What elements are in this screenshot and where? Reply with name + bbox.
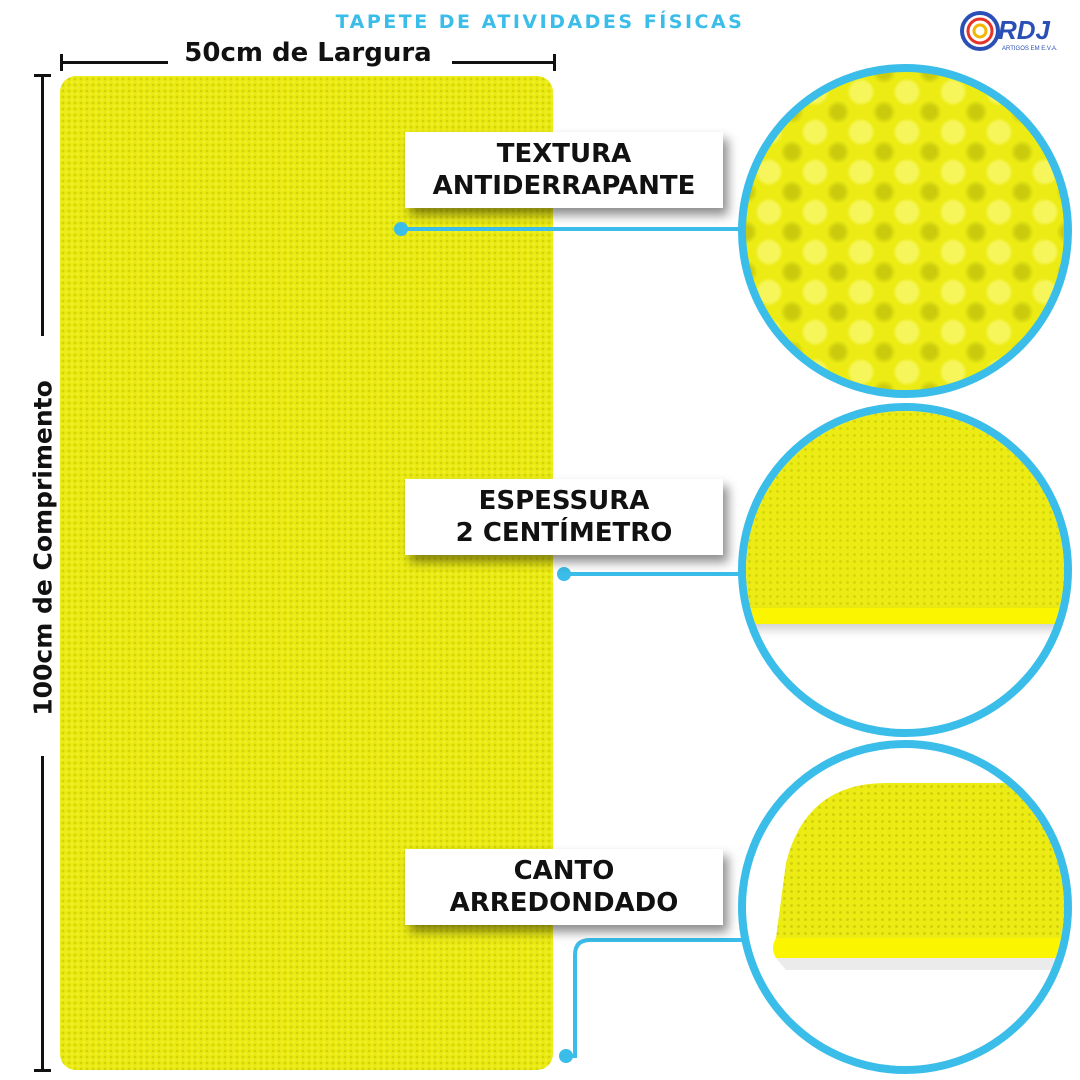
brand-logo: RDJ ARTIGOS EM E.V.A. <box>960 11 1058 52</box>
mat-surface <box>746 411 1064 609</box>
feature-corner-line2: ARREDONDADO <box>449 888 679 918</box>
thickness-closeup-image <box>738 403 1072 737</box>
feature-texture-line1: TEXTURA <box>496 139 632 169</box>
length-line-top <box>41 74 44 336</box>
feature-label-texture: TEXTURA ANTIDERRAPANTE <box>405 132 723 208</box>
texture-closeup-image <box>738 64 1072 398</box>
feature-thickness-line2: 2 CENTÍMETRO <box>455 518 673 548</box>
feature-label-corner: CANTO ARREDONDADO <box>405 849 723 925</box>
connector-dot-texture <box>394 222 408 236</box>
connector-dot-corner <box>559 1049 573 1063</box>
connector-line-corner <box>566 938 748 1058</box>
width-line-right <box>452 61 556 64</box>
yoga-mat <box>60 76 553 1070</box>
length-line-bottom <box>41 756 44 1072</box>
logo-text: RDJ <box>998 15 1051 45</box>
page-title: TAPETE DE ATIVIDADES FÍSICAS <box>335 11 745 33</box>
feature-label-thickness: ESPESSURA 2 CENTÍMETRO <box>405 479 723 555</box>
rounded-corner-icon <box>773 783 1064 970</box>
length-dimension: 100cm de Comprimento <box>26 74 62 1072</box>
feature-texture-line2: ANTIDERRAPANTE <box>432 171 696 201</box>
width-label: 50cm de Largura <box>184 38 432 68</box>
width-line-left <box>60 61 168 64</box>
length-tick-bottom <box>34 1069 51 1072</box>
corner-closeup-image <box>738 740 1072 1074</box>
width-dimension: 50cm de Largura <box>60 30 556 80</box>
width-tick-right <box>553 54 556 71</box>
feature-corner-line1: CANTO <box>513 856 615 886</box>
mat-edge <box>746 608 1064 625</box>
logo-subtext: ARTIGOS EM E.V.A. <box>1002 46 1058 52</box>
connector-dot-thickness <box>557 567 571 581</box>
feature-thickness-line1: ESPESSURA <box>478 486 650 516</box>
